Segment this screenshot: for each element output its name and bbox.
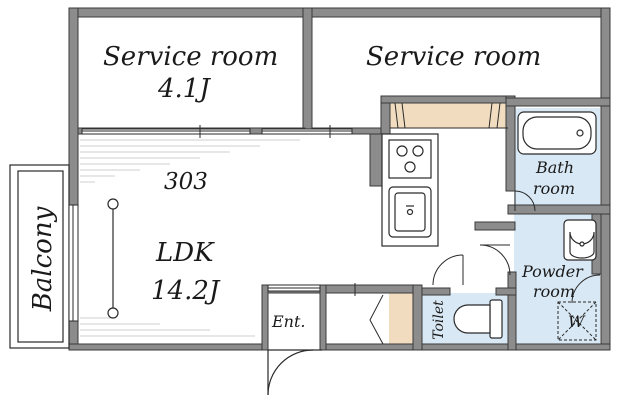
light-fixture-bottom	[107, 307, 119, 319]
balcony-inner	[17, 170, 64, 343]
wall-core-top	[505, 97, 611, 107]
toilet-bowl	[453, 304, 491, 334]
wall-bottom-ldk	[68, 343, 263, 351]
wall-bath-bottom	[507, 204, 611, 215]
wall-kitchen-column	[369, 133, 383, 187]
service-room-2-label: Service room	[366, 42, 542, 72]
wall-bottom-right	[321, 343, 611, 351]
ldk-label: LDK	[156, 238, 214, 268]
wall-core-left-low	[507, 271, 517, 351]
entrance-label: Ent.	[272, 312, 306, 331]
wall-right-lower	[600, 103, 611, 351]
wall-toilet-left	[412, 284, 423, 351]
toilet-label: Toilet	[431, 300, 447, 340]
service-room-1-size: 4.1J	[158, 74, 210, 104]
service-room-1-label: Service room	[103, 42, 279, 72]
closet-storage	[390, 103, 508, 128]
wall-kitchen-stub	[474, 221, 516, 231]
light-fixture-top	[107, 198, 119, 210]
unit-number: 303	[164, 169, 208, 195]
bath-room-label-1: Bath	[536, 158, 575, 177]
wall-top	[68, 7, 611, 18]
ldk-size: 14.2J	[151, 276, 220, 306]
wall-sr-divider	[302, 7, 313, 134]
shoe-storage	[389, 293, 413, 344]
powder-room-label-2: room	[533, 282, 576, 301]
washer-space	[557, 301, 597, 341]
wall-toilet-top2	[495, 287, 517, 296]
wall-toilet-top	[421, 287, 451, 296]
bath-room-label-2: room	[533, 179, 576, 198]
wall-core-left	[505, 95, 516, 192]
wall-ent-right	[319, 284, 327, 351]
entrance-door-swing	[267, 349, 314, 396]
wall-ent-left	[261, 284, 269, 351]
wall-closet-top	[380, 95, 509, 104]
powder-room-label-1: Powder	[522, 262, 583, 281]
wall-right	[600, 7, 611, 105]
balcony-label: Balcony	[28, 206, 58, 312]
toilet-tank	[489, 299, 503, 339]
washer-label: W	[568, 312, 585, 331]
